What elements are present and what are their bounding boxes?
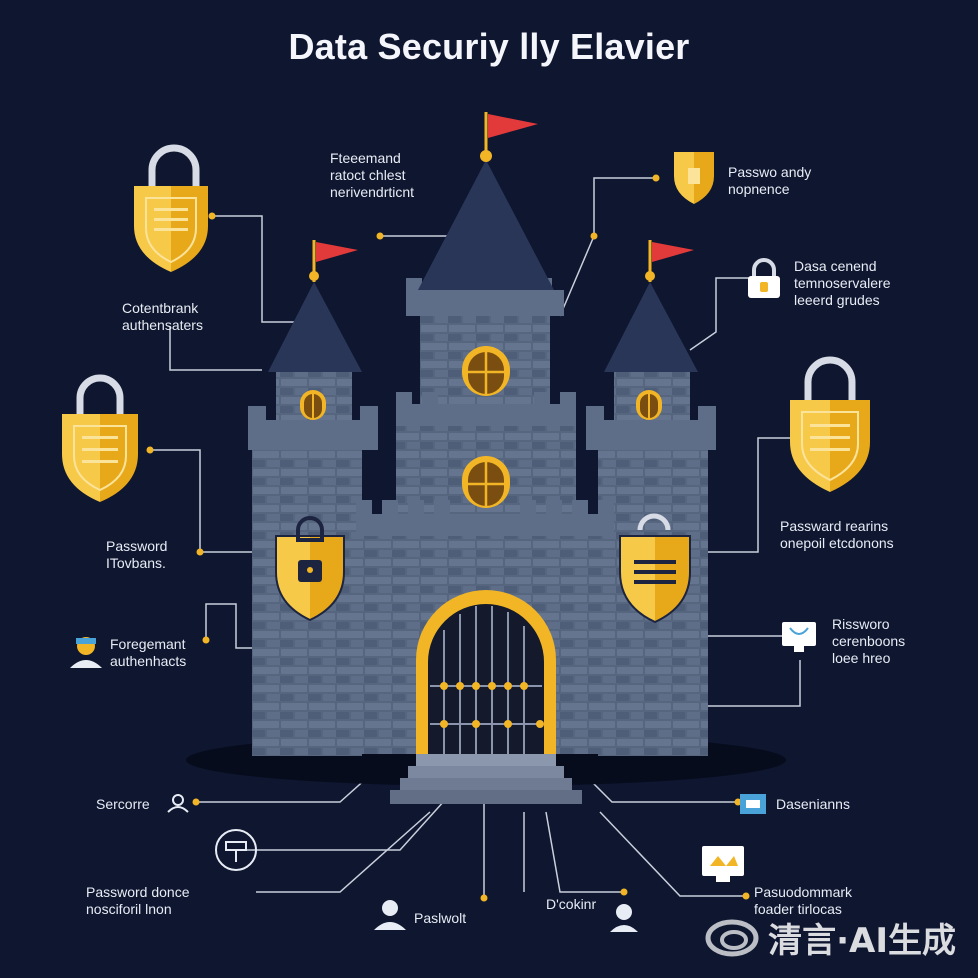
label-line: Sercorre xyxy=(96,796,150,812)
label-bottom-right-top: Dasenianns xyxy=(776,796,850,813)
label-line: Password donce xyxy=(86,884,190,900)
connector-right-lower-2 xyxy=(690,660,801,707)
label-line: leeerd grudes xyxy=(794,292,880,308)
label-line: ITovbans. xyxy=(106,555,166,571)
label-line: cerenboons xyxy=(832,633,906,649)
connector-left-upper-shield xyxy=(212,215,300,323)
label-bottom-left: Password donce nosciforil lnon xyxy=(86,884,190,918)
label-line: nopnence xyxy=(728,181,790,197)
label-line: onepoil etcdonons xyxy=(780,535,894,551)
label-right-lower: Rissworo cerenboons loee hreo xyxy=(832,616,905,667)
connector-top-right xyxy=(559,177,656,317)
lock-shield-icon xyxy=(62,374,138,502)
monitor-icon xyxy=(740,794,766,814)
lock-shield-icon xyxy=(275,516,345,622)
front-wall xyxy=(356,500,614,756)
label-left-middle: Password ITovbans. xyxy=(106,538,167,572)
label-line: authensaters xyxy=(122,317,203,333)
label-line: temnoservalere xyxy=(794,275,891,291)
label-left-lower: Foregemant authenhacts xyxy=(110,636,186,670)
castle-stairs xyxy=(390,754,582,804)
label-line: Dasenianns xyxy=(776,796,850,812)
label-line: Password xyxy=(106,538,168,554)
label-top-right: Passwo andy nopnence xyxy=(728,164,811,198)
user-icon xyxy=(167,794,189,813)
label-line: ratoct chlest xyxy=(330,167,406,183)
lock-shield-icon xyxy=(134,144,208,272)
monitor-icon xyxy=(782,622,816,652)
fingerprint-icon xyxy=(215,829,257,871)
watermark-text: 清言·AI生成 xyxy=(768,921,956,961)
label-line: authenhacts xyxy=(110,653,187,669)
user-icon xyxy=(70,637,102,668)
connector-bottom-left-2 xyxy=(228,789,455,851)
watermark-logo-icon xyxy=(705,919,759,956)
left-tower xyxy=(248,240,378,756)
label-line: nosciforil lnon xyxy=(86,901,172,917)
label-line: Passward rearins xyxy=(780,518,889,534)
page-title: Data Securiy lly Elavier xyxy=(288,26,690,67)
label-right-upper: Dasa cenend temnoservalere leeerd grudes xyxy=(794,258,891,309)
label-right-middle: Passward rearins onepoil etcdonons xyxy=(780,518,894,552)
label-bottom-left-top: Sercorre xyxy=(96,796,150,813)
lock-shield-icon xyxy=(619,513,691,624)
label-line: D'cokinr xyxy=(546,896,597,912)
label-bottom-right: Pasuodommark foader tirlocas xyxy=(754,884,852,918)
label-line: Fteeemand xyxy=(330,150,401,166)
label-line: foader tirlocas xyxy=(754,901,842,917)
connector-bottom-left xyxy=(256,811,431,893)
label-line: Dasa cenend xyxy=(794,258,877,274)
label-line: loee hreo xyxy=(832,650,891,666)
user-icon xyxy=(374,900,406,930)
label-bottom-center-left: Paslwolt xyxy=(414,910,466,927)
connector-left-middle xyxy=(150,449,270,553)
label-line: Passwo andy xyxy=(728,164,812,180)
label-bottom-center-right: D'cokinr xyxy=(546,896,596,913)
central-keep xyxy=(396,112,576,534)
label-left-upper: Cotentbrank authensaters xyxy=(122,300,203,334)
watermark: 清言·AI生成 xyxy=(704,913,956,962)
user-icon xyxy=(610,904,638,932)
monitor-icon xyxy=(702,846,744,882)
connector-left-upper xyxy=(169,326,262,371)
label-line: Rissworo xyxy=(832,616,890,632)
label-line: Foregemant xyxy=(110,636,186,652)
lock-shield-icon xyxy=(674,152,714,204)
connector-right-upper xyxy=(689,277,768,351)
label-top-center: Fteeemand ratoct chlest nerivendrticnt xyxy=(330,150,414,201)
connector-right-middle xyxy=(702,437,790,553)
label-line: Cotentbrank xyxy=(122,300,199,316)
padlock-icon xyxy=(748,258,780,298)
lock-shield-icon xyxy=(790,356,870,492)
label-line: nerivendrticnt xyxy=(330,184,415,200)
label-line: Pasuodommark xyxy=(754,884,853,900)
label-line: Paslwolt xyxy=(414,910,467,926)
connector-bottom-right xyxy=(599,811,746,897)
connector-bottom-c3 xyxy=(545,811,624,893)
